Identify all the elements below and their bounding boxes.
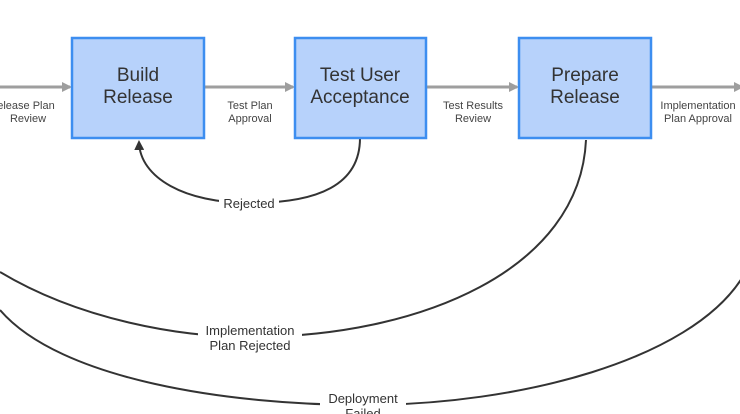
edge-label-implementation-plan-approval: Implementation Plan Approval bbox=[660, 100, 735, 125]
edge-label-release-plan-review-line2: Review bbox=[10, 113, 46, 125]
feedback-label-implementation-plan-rejected-line1: Implementation bbox=[206, 323, 295, 338]
feedback-label-rejected: Rejected bbox=[219, 195, 279, 211]
implementation-plan-rejected-loop bbox=[0, 139, 587, 339]
edge-label-release-plan-review: elease Plan Review bbox=[0, 100, 55, 125]
node-prepare-release-line2: Release bbox=[550, 87, 620, 108]
feedback-label-implementation-plan-rejected-line2: Plan Rejected bbox=[210, 338, 291, 353]
edge-label-test-plan-approval-line2: Approval bbox=[228, 113, 271, 125]
node-prepare-release: Prepare Release bbox=[517, 36, 653, 140]
node-build-release: Build Release bbox=[70, 36, 206, 140]
feedback-label-implementation-plan-rejected: Implementation Plan Rejected bbox=[198, 322, 302, 354]
node-test-user-acceptance-line1: Test User bbox=[320, 65, 401, 86]
edge-label-test-results-review-line2: Review bbox=[455, 113, 491, 125]
node-test-user-acceptance: Test User Acceptance bbox=[293, 36, 428, 140]
deployment-failed-loop bbox=[0, 279, 740, 407]
edge-label-test-plan-approval: Test Plan Approval bbox=[227, 100, 272, 125]
feedback-label-deployment-failed-line1: Deployment bbox=[328, 391, 398, 406]
edge-label-implementation-plan-approval-line1: Implementation bbox=[660, 100, 735, 112]
node-prepare-release-line1: Prepare bbox=[551, 65, 619, 86]
edge-label-test-plan-approval-line1: Test Plan bbox=[227, 100, 272, 112]
edge-label-test-results-review: Test Results Review bbox=[443, 100, 503, 125]
feedback-label-deployment-failed: Deployment Failed bbox=[320, 390, 406, 414]
edge-label-test-results-review-line1: Test Results bbox=[443, 100, 503, 112]
node-build-release-line1: Build bbox=[117, 65, 159, 86]
edge-label-implementation-plan-approval-line2: Plan Approval bbox=[664, 113, 732, 125]
edge-label-release-plan-review-line1: elease Plan bbox=[0, 100, 55, 112]
node-test-user-acceptance-line2: Acceptance bbox=[310, 87, 409, 108]
feedback-label-rejected-line1: Rejected bbox=[223, 196, 274, 211]
feedback-label-deployment-failed-line2: Failed bbox=[345, 406, 380, 414]
node-build-release-line2: Release bbox=[103, 87, 173, 108]
rejected-loop bbox=[134, 137, 361, 205]
